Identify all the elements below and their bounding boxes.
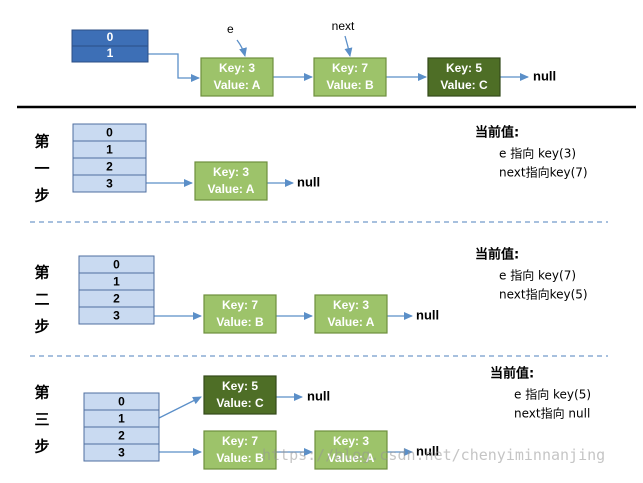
top-node-key: Key: 3 xyxy=(219,61,255,75)
step2-node-key: Key: 7 xyxy=(222,298,258,312)
step3-node-key: Key: 7 xyxy=(222,434,258,448)
e-pointer-arrow xyxy=(236,39,247,57)
step3-node xyxy=(203,375,277,415)
top-node-key: Key: 7 xyxy=(332,61,368,75)
top-node xyxy=(200,57,274,97)
step1-index-2: 2 xyxy=(106,160,113,174)
step3-node-value: Value: A xyxy=(328,451,375,465)
step3-node-key: Key: 3 xyxy=(333,434,369,448)
step3-info-next: next指向 null xyxy=(514,406,590,421)
step1-info-next: next指向key(7) xyxy=(499,165,588,180)
top-index-1: 1 xyxy=(107,46,114,60)
step1-node xyxy=(194,161,268,201)
step2-index-2: 2 xyxy=(113,292,120,306)
top-node-value: Value: B xyxy=(326,78,374,92)
step1-node-value: Value: A xyxy=(208,182,255,196)
step3-info-e: e 指向 key(5) xyxy=(514,387,591,402)
step1-index-0: 0 xyxy=(106,126,113,140)
step1-node-key: Key: 3 xyxy=(213,165,249,179)
step3-index-2: 2 xyxy=(118,429,125,443)
step1-index-3: 3 xyxy=(106,177,113,191)
step2-index-1: 1 xyxy=(113,275,120,289)
top-node-value: Value: A xyxy=(214,78,261,92)
step2-index-0: 0 xyxy=(113,258,120,272)
step2-step-label: 第 xyxy=(34,264,49,282)
step1-info-e: e 指向 key(3) xyxy=(499,146,576,161)
label-next: next xyxy=(332,19,355,33)
top-table-cell xyxy=(71,45,149,63)
step1-index-1: 1 xyxy=(106,143,113,157)
step1-step-label: 一 xyxy=(34,160,49,178)
step3-null-top: null xyxy=(307,388,330,403)
top-node xyxy=(313,57,387,97)
step3-step-label: 三 xyxy=(34,411,49,429)
step2-info-title: 当前值: xyxy=(475,247,519,263)
step3-step-label: 第 xyxy=(34,384,49,402)
step2-step-label: 二 xyxy=(34,291,49,309)
step2-node xyxy=(203,294,277,334)
step1-step-label: 第 xyxy=(34,133,49,151)
top-bucket-arrow xyxy=(148,53,200,82)
step1-null: null xyxy=(297,174,320,189)
step1-step-label: 步 xyxy=(34,187,49,205)
top-node-value: Value: C xyxy=(440,78,488,92)
step3-node xyxy=(314,430,388,470)
watermark: https://blog.csdn.net/chenyiminnanjing xyxy=(262,446,606,464)
step1-cell xyxy=(72,174,147,193)
step3-index-1: 1 xyxy=(118,412,125,426)
step3-step-label: 步 xyxy=(34,438,49,456)
step3-bucket-arrow-1 xyxy=(158,396,202,419)
step2-node-key: Key: 3 xyxy=(333,298,369,312)
step3-node xyxy=(203,430,277,470)
step2-info-e: e 指向 key(7) xyxy=(499,268,576,283)
step3-cell xyxy=(83,443,160,462)
step2-index-3: 3 xyxy=(113,309,120,323)
step3-node-value: Value: C xyxy=(216,396,264,410)
step3-node-key: Key: 5 xyxy=(222,379,258,393)
step3-node-value: Value: B xyxy=(216,451,264,465)
top-index-0: 0 xyxy=(107,30,114,44)
step2-node-value: Value: B xyxy=(216,315,264,329)
step3-index-3: 3 xyxy=(118,446,125,460)
top-node xyxy=(427,57,501,97)
step2-null: null xyxy=(416,307,439,322)
step3-info-title: 当前值: xyxy=(490,366,534,382)
step2-step-label: 步 xyxy=(34,318,49,336)
step3-index-0: 0 xyxy=(118,395,125,409)
step2-info-next: next指向key(5) xyxy=(499,287,588,302)
top-null: null xyxy=(533,68,556,83)
next-pointer-arrow xyxy=(344,35,353,57)
step3-null-bottom: null xyxy=(416,443,439,458)
step1-info-title: 当前值: xyxy=(475,125,519,141)
step2-node xyxy=(314,294,388,334)
step2-node-value: Value: A xyxy=(328,315,375,329)
label-e: e xyxy=(227,22,234,36)
step2-cell xyxy=(78,306,155,325)
top-node-key: Key: 5 xyxy=(446,61,482,75)
